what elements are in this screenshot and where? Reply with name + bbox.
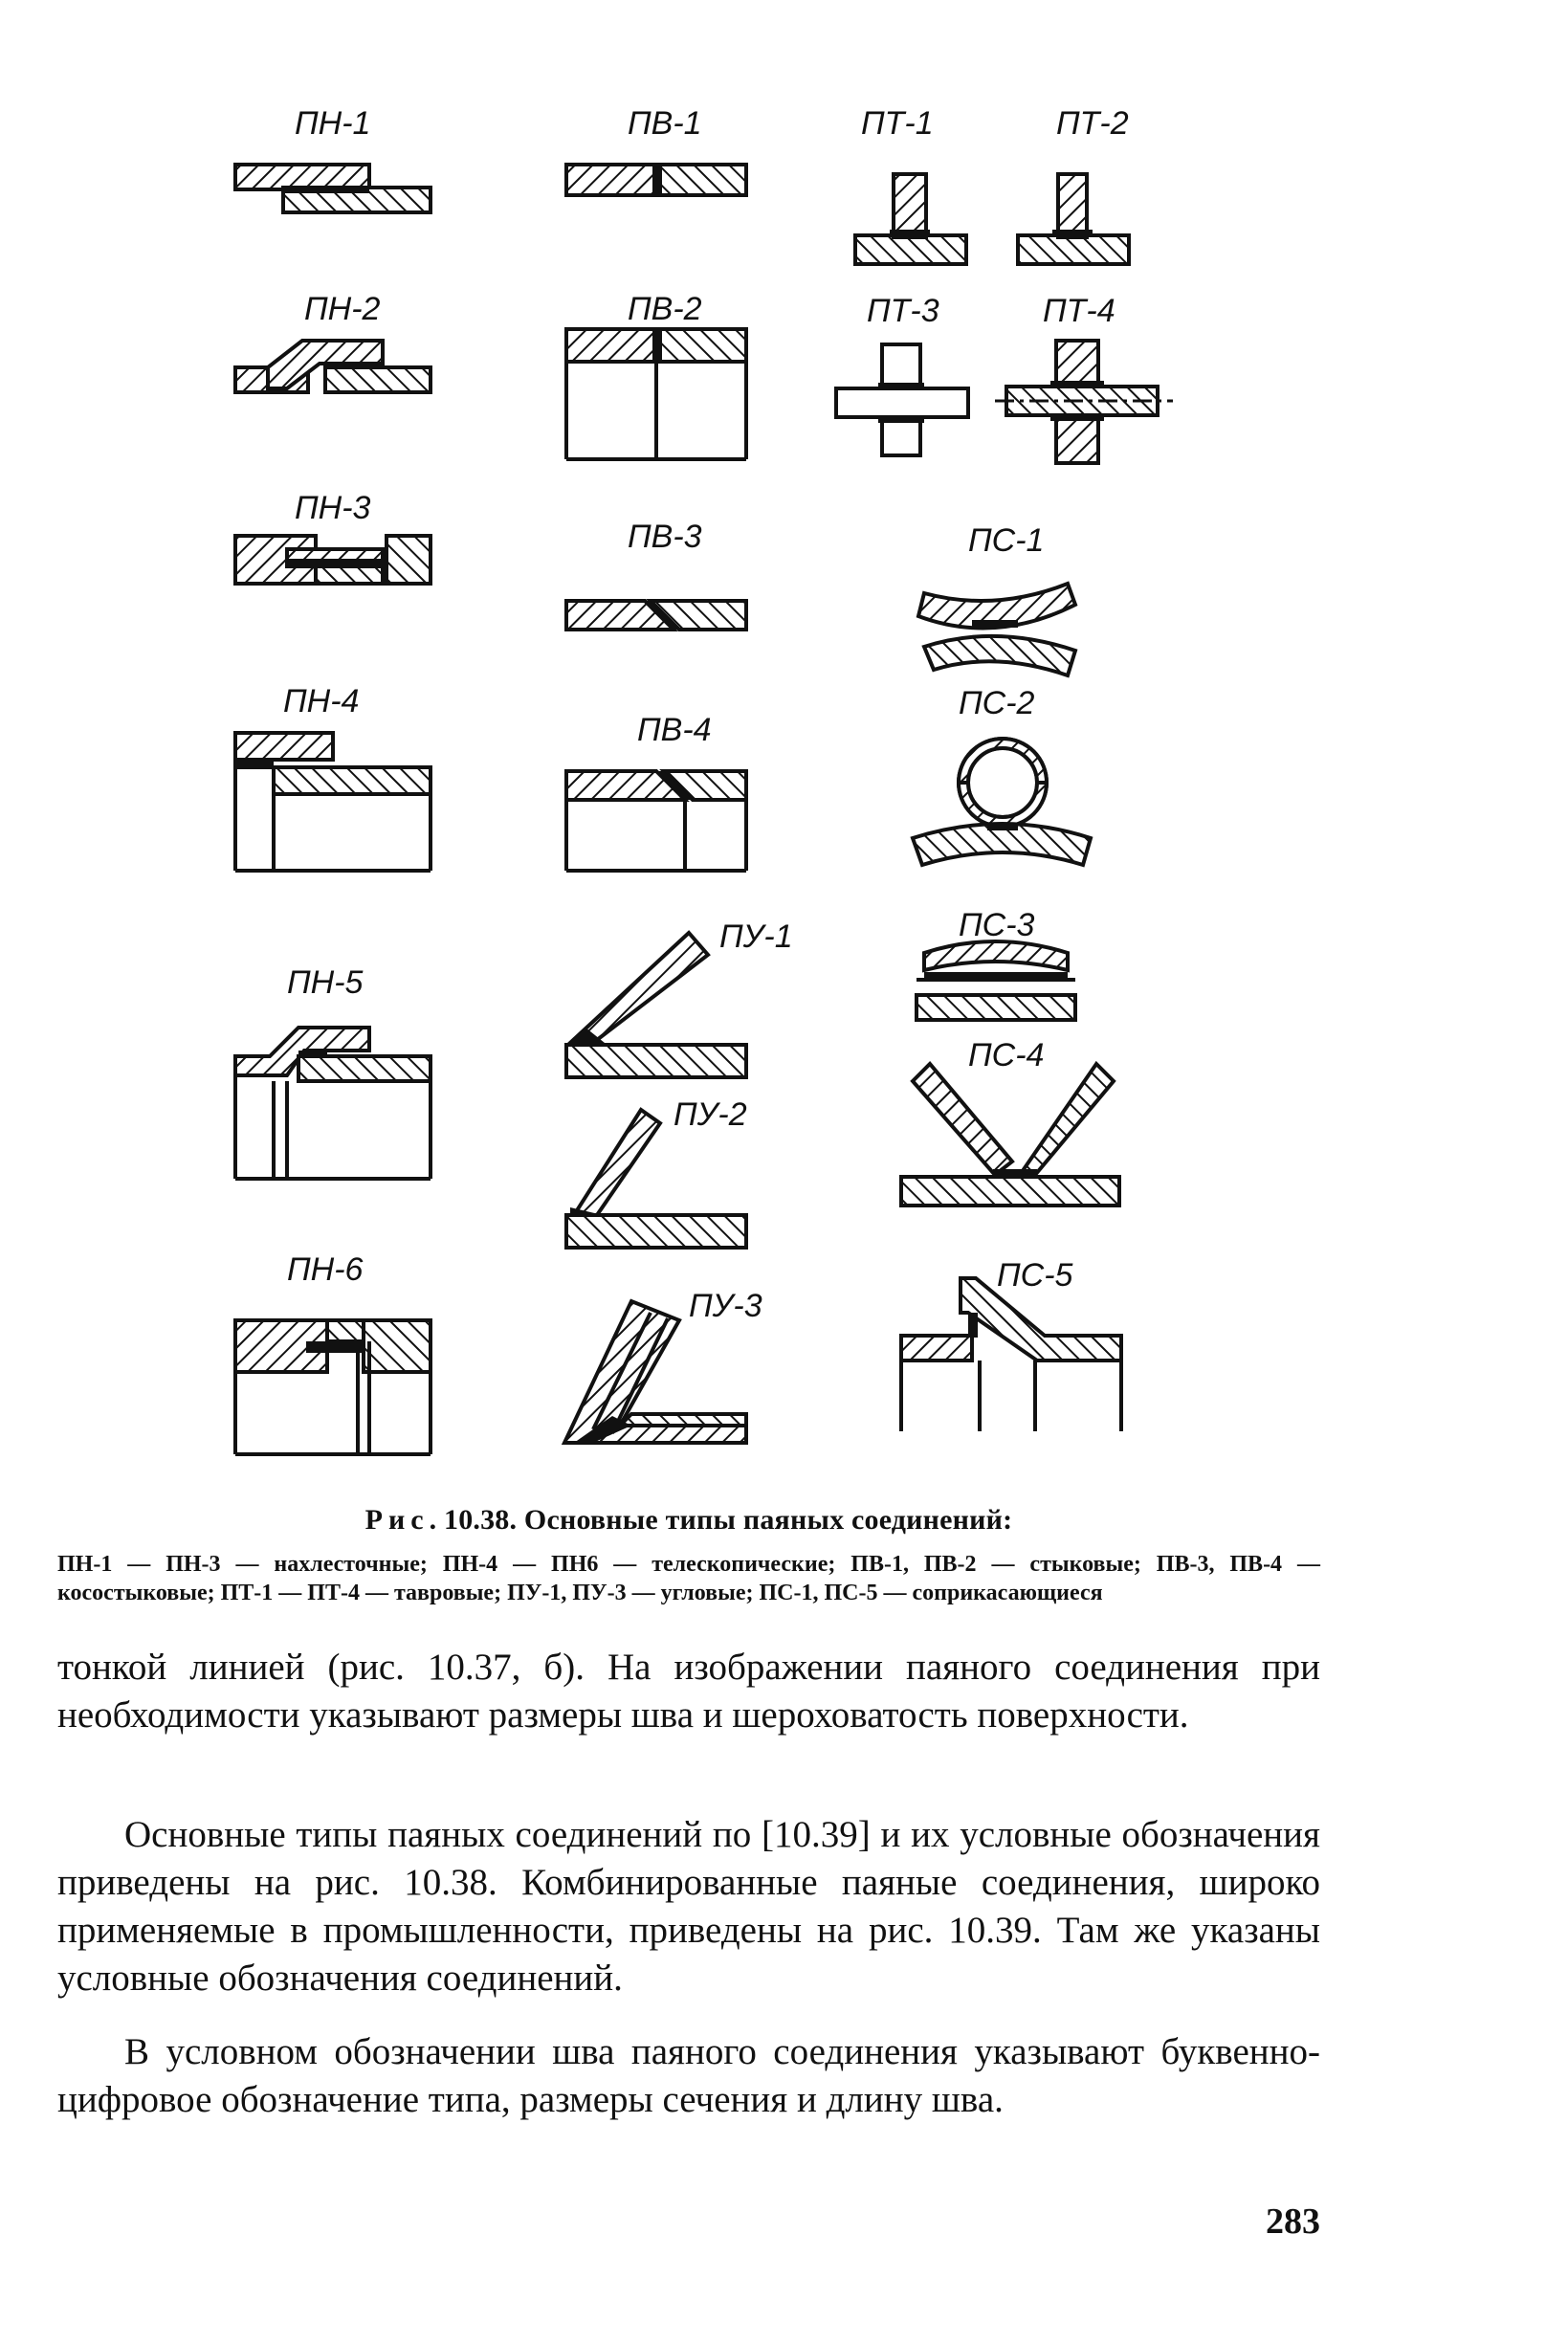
label-pn2: ПН-2 — [304, 291, 381, 327]
soldered-joints-figure: ПН-1 ПН-2 ПН-3 ПН-4 ПН-5 ПН-6 ПВ-1 ПВ-2 … — [233, 105, 1173, 1456]
pv1-drawing — [564, 163, 748, 197]
label-pu1: ПУ-1 — [719, 918, 793, 955]
body-paragraph-2: Основные типы паяных соединений по [10.3… — [57, 1814, 1320, 1999]
label-pv1: ПВ-1 — [628, 105, 702, 142]
label-ps1: ПС-1 — [968, 522, 1044, 559]
pn5-drawing — [233, 1026, 432, 1181]
pn2-drawing — [233, 339, 432, 394]
pn6-drawing — [233, 1318, 432, 1456]
pu2-drawing — [564, 1107, 748, 1250]
label-pn1: ПН-1 — [295, 105, 370, 142]
label-pn5: ПН-5 — [287, 964, 364, 1001]
figure-legend: ПН-1 — ПН-3 — нахлесточные; ПН-4 — ПН6 —… — [57, 1552, 1320, 1605]
label-pv2: ПВ-2 — [628, 291, 702, 327]
caption-lead: Рис — [364, 1504, 430, 1536]
page-number: 283 — [1266, 2201, 1320, 2242]
pv3-drawing — [564, 599, 748, 631]
pn4-drawing — [233, 731, 432, 873]
body-paragraph-3: В условном обозначении шва паяного соеди… — [57, 2031, 1320, 2120]
label-pn6: ПН-6 — [287, 1251, 364, 1288]
label-ps2: ПС-2 — [959, 685, 1035, 721]
label-pt3: ПТ-3 — [867, 293, 939, 329]
label-ps3: ПС-3 — [959, 907, 1035, 943]
pt2-drawing — [1016, 172, 1131, 266]
figure-caption: Рис. 10.38. Основные типы паяных соедине… — [57, 1504, 1320, 1537]
label-pt1: ПТ-1 — [861, 105, 934, 142]
pv2-drawing — [564, 327, 748, 461]
label-pt4: ПТ-4 — [1043, 293, 1115, 329]
pu3-drawing — [561, 1298, 748, 1445]
pt4-drawing — [995, 339, 1173, 465]
ps1-drawing — [916, 581, 1078, 678]
label-pu3: ПУ-3 — [689, 1288, 762, 1324]
pn3-drawing — [233, 534, 432, 586]
label-pn3: ПН-3 — [295, 490, 371, 526]
pt1-drawing — [853, 172, 968, 266]
pv4-drawing — [564, 769, 748, 873]
ps5-drawing — [899, 1276, 1123, 1431]
label-ps5: ПС-5 — [997, 1257, 1073, 1294]
label-pv4: ПВ-4 — [637, 712, 712, 748]
label-pt2: ПТ-2 — [1056, 105, 1129, 142]
ps2-drawing — [910, 737, 1093, 868]
pu1-drawing — [564, 930, 748, 1079]
pn1-drawing — [233, 163, 432, 214]
body-paragraph-1: тонкой линией (рис. 10.37, б). На изобра… — [57, 1647, 1320, 1736]
label-pu2: ПУ-2 — [674, 1096, 747, 1133]
ps3-drawing — [915, 940, 1077, 1022]
ps4-drawing — [899, 1060, 1121, 1207]
label-ps4: ПС-4 — [968, 1037, 1044, 1073]
caption-text: . 10.38. Основные типы паяных соединений… — [429, 1504, 1013, 1536]
pt3-drawing — [834, 343, 970, 457]
label-pn4: ПН-4 — [283, 683, 359, 719]
label-pv3: ПВ-3 — [628, 519, 702, 555]
